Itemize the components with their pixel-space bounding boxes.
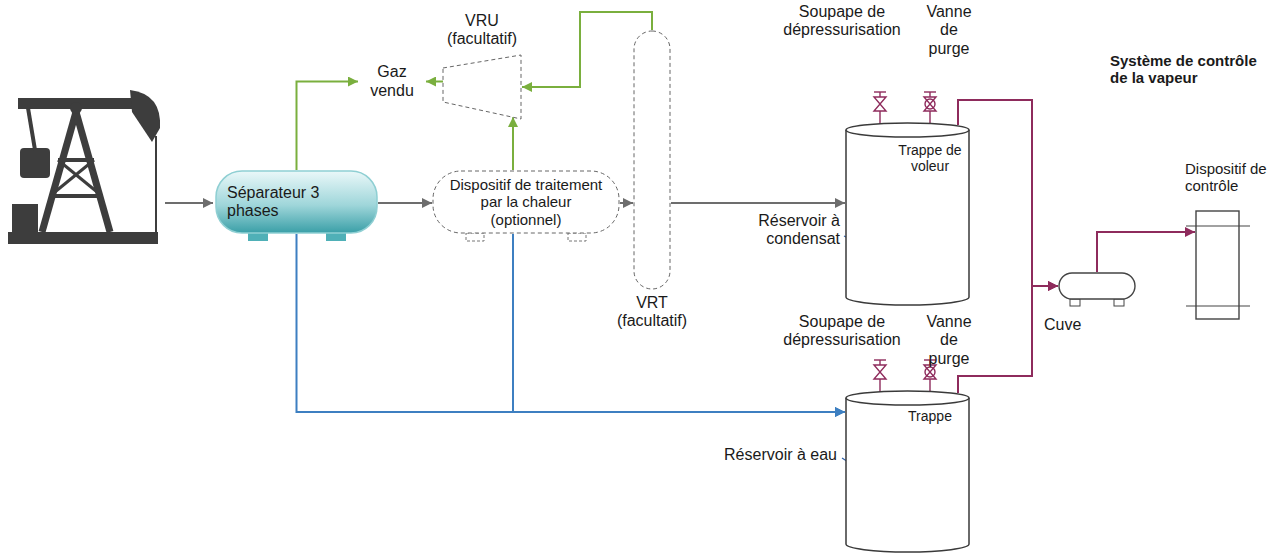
node-label: Dispositif de contrôle — [1185, 160, 1277, 195]
node-outline — [633, 30, 671, 290]
flow-line — [671, 202, 845, 204]
valve-label: Soupape de dépressurisation — [772, 313, 912, 350]
node-label: VRT (facultatif) — [602, 294, 702, 331]
node-outline — [442, 54, 522, 120]
node-sublabel: Trappe — [893, 408, 967, 424]
vapor-recovery-tower: VRT (facultatif) — [633, 30, 671, 290]
well-flow-arrow — [165, 202, 213, 204]
knockout-vessel: Cuve — [1058, 272, 1136, 300]
flow-line — [1097, 232, 1195, 272]
valve-label: Soupape de dépressurisation — [772, 3, 912, 40]
water-tank: Réservoir à eauTrappe — [845, 390, 970, 552]
section-heading: Système de contrôle de la vapeur — [1110, 52, 1276, 87]
node-sublabel: Trappe de voleur — [893, 142, 967, 174]
flow-line — [620, 202, 633, 204]
condensate-tank: Réservoir à condensatTrappe de voleur — [845, 122, 970, 305]
valve-label: Vanne de purge — [918, 3, 980, 58]
sales-gas-outlet: Gaz vendu — [360, 58, 424, 105]
flow-line — [522, 12, 652, 87]
flow-line — [513, 234, 845, 412]
node-outline — [1195, 210, 1240, 320]
flow-line — [958, 286, 1058, 393]
flow-line — [958, 100, 1058, 286]
node-label: Séparateur 3 phases — [227, 184, 366, 221]
flow-line — [297, 234, 846, 412]
flow-line — [297, 82, 359, 171]
vapor-recovery-unit: VRU (facultatif) — [442, 54, 522, 120]
flow-line — [512, 117, 514, 170]
heater-treater: Dispositif de traitement par la chaleur … — [432, 170, 620, 234]
node-label: Réservoir à eau — [655, 446, 837, 464]
separator-vessel: Séparateur 3 phases — [215, 170, 378, 234]
node-label: Cuve — [1044, 316, 1104, 334]
valve-label: Vanne de purge — [918, 313, 980, 368]
control-device: Dispositif de contrôle — [1195, 210, 1240, 320]
pumpjack — [8, 90, 160, 244]
flow-line — [378, 202, 432, 204]
node-label: Dispositif de traitement par la chaleur … — [446, 176, 606, 228]
node-outline — [1058, 272, 1136, 300]
node-label: VRU (facultatif) — [430, 12, 534, 49]
node-label: Gaz vendu — [360, 63, 424, 100]
vessel-legs — [248, 232, 1124, 306]
node-label: Réservoir à condensat — [743, 212, 840, 249]
